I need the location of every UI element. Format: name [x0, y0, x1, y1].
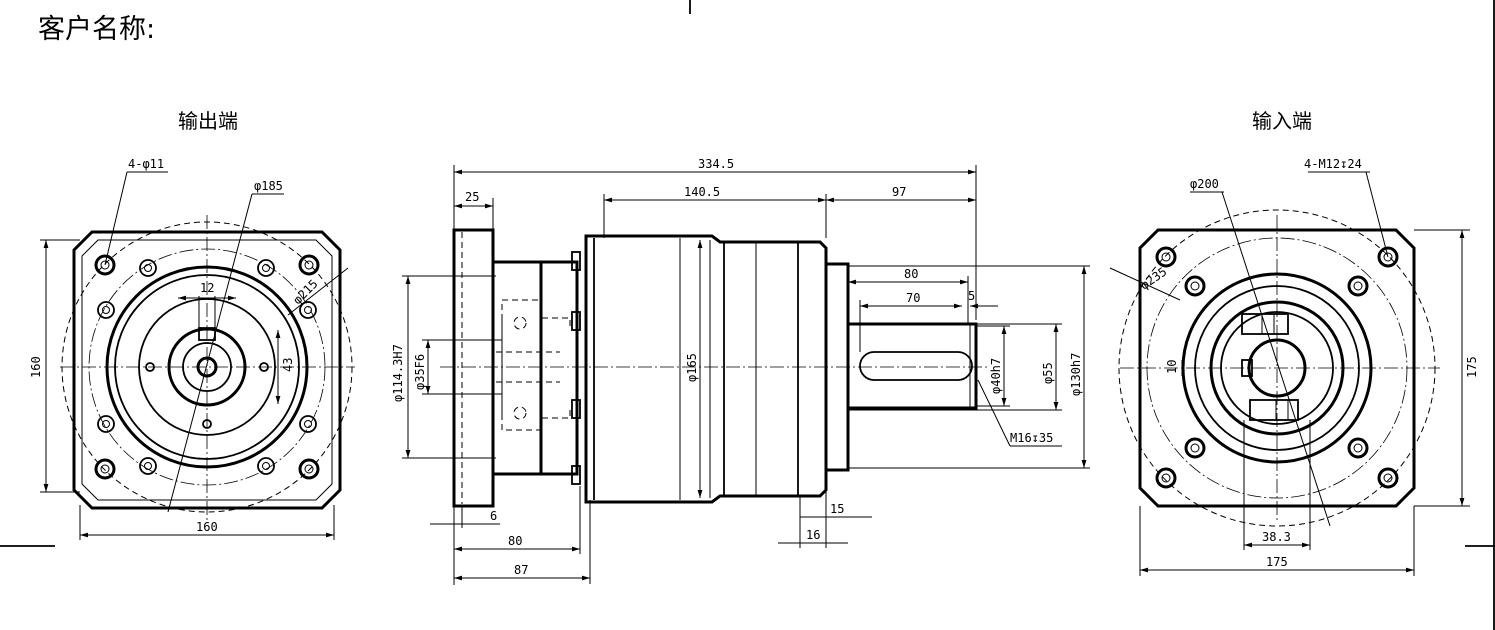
side-key-off-dim: 5 — [968, 289, 975, 303]
side-shaft-key — [859, 351, 973, 381]
input-keyway — [1241, 359, 1253, 377]
output-corner-holes — [94, 254, 320, 480]
output-small-hole-left — [145, 362, 155, 372]
input-vertical-dim: 175 — [1465, 356, 1479, 378]
side-shaft-dia-dim: φ40h7 — [989, 358, 1003, 394]
output-pcd-dim: φ185 — [254, 179, 283, 193]
output-ring-5 — [182, 342, 232, 392]
input-key-dim: 10 — [1165, 360, 1179, 374]
side-shaft-len-dim: 80 — [904, 267, 918, 281]
side-bolts — [571, 251, 581, 485]
side-adapter — [491, 260, 543, 476]
input-clamp-screw-bottom — [1249, 399, 1299, 421]
output-pcd-leader — [167, 193, 253, 513]
side-w15-dim: 15 — [830, 502, 844, 516]
output-ring-1 — [105, 265, 309, 469]
side-shoulder-dim: φ55 — [1041, 362, 1055, 384]
side-hidden-bore — [501, 299, 543, 431]
side-body-dim: 140.5 — [684, 185, 720, 199]
side-shaft-dim: 97 — [892, 185, 906, 199]
side-pilot-dim: φ114.3H7 — [391, 344, 405, 402]
output-height-key-dim: 43 — [281, 358, 295, 372]
output-pcd-circle — [88, 248, 326, 486]
output-key-dim: 12 — [200, 281, 214, 295]
side-flange-dim: 25 — [465, 190, 479, 204]
output-ring-4 — [167, 327, 247, 407]
side-thread-leader — [977, 379, 1011, 447]
input-corner-holes — [1155, 246, 1399, 489]
input-tapped-holes — [1184, 275, 1369, 459]
output-end-view: 输出端 — [29, 109, 355, 540]
side-w87-dim: 87 — [514, 563, 528, 577]
input-pcd-leader — [1221, 191, 1331, 527]
input-view-title: 输入端 — [1252, 109, 1312, 133]
input-holes-leader — [1365, 171, 1389, 258]
side-main-body — [584, 234, 828, 504]
input-end-view: 输入端 4-M12↧24 — [1109, 109, 1479, 576]
side-bore-dim: φ35F6 — [413, 354, 427, 390]
input-pcd-dim: φ200 — [1190, 177, 1219, 191]
input-pcd-circle — [1146, 237, 1408, 499]
output-ring-bolt-holes — [97, 259, 317, 475]
input-offset-dim: 38.3 — [1262, 530, 1291, 544]
output-holes-dim: 4-φ11 — [128, 157, 164, 171]
side-flange-plate — [452, 228, 495, 508]
output-horizontal-dim: 160 — [196, 520, 218, 534]
output-small-hole-bottom — [202, 419, 212, 429]
output-flange-outline — [72, 230, 342, 510]
input-ring-4 — [1220, 311, 1334, 425]
side-spigot-dim: φ130h7 — [1069, 353, 1083, 396]
input-bore — [1247, 338, 1307, 398]
side-thread-dim: M16↧35 — [1010, 431, 1053, 445]
input-ring-2 — [1194, 285, 1360, 451]
output-ring-2 — [114, 274, 300, 460]
side-view: 334.5 25 140.5 97 — [391, 157, 1090, 585]
input-flange-outline — [1138, 228, 1416, 508]
output-flange-inner — [81, 239, 333, 501]
customer-name-label: 客户名称: — [38, 14, 155, 45]
input-ring-3 — [1209, 300, 1345, 436]
output-bore — [196, 356, 218, 378]
side-w6-dim: 6 — [490, 509, 497, 523]
output-small-hole-right — [259, 362, 269, 372]
side-adapter-2 — [539, 260, 579, 476]
side-w80-dim: 80 — [508, 534, 522, 548]
side-total-dim: 334.5 — [698, 157, 734, 171]
side-w16-dim: 16 — [806, 528, 820, 542]
output-vertical-dim: 160 — [29, 356, 43, 378]
input-ring-1 — [1181, 272, 1373, 464]
side-body-dia-dim: φ165 — [685, 353, 699, 382]
output-holes-leader — [104, 171, 128, 266]
output-view-title: 输出端 — [178, 109, 238, 133]
side-output-shaft — [846, 322, 978, 410]
input-horizontal-dim: 175 — [1266, 555, 1288, 569]
side-key-len-dim: 70 — [906, 291, 920, 305]
input-holes-dim: 4-M12↧24 — [1304, 157, 1362, 171]
